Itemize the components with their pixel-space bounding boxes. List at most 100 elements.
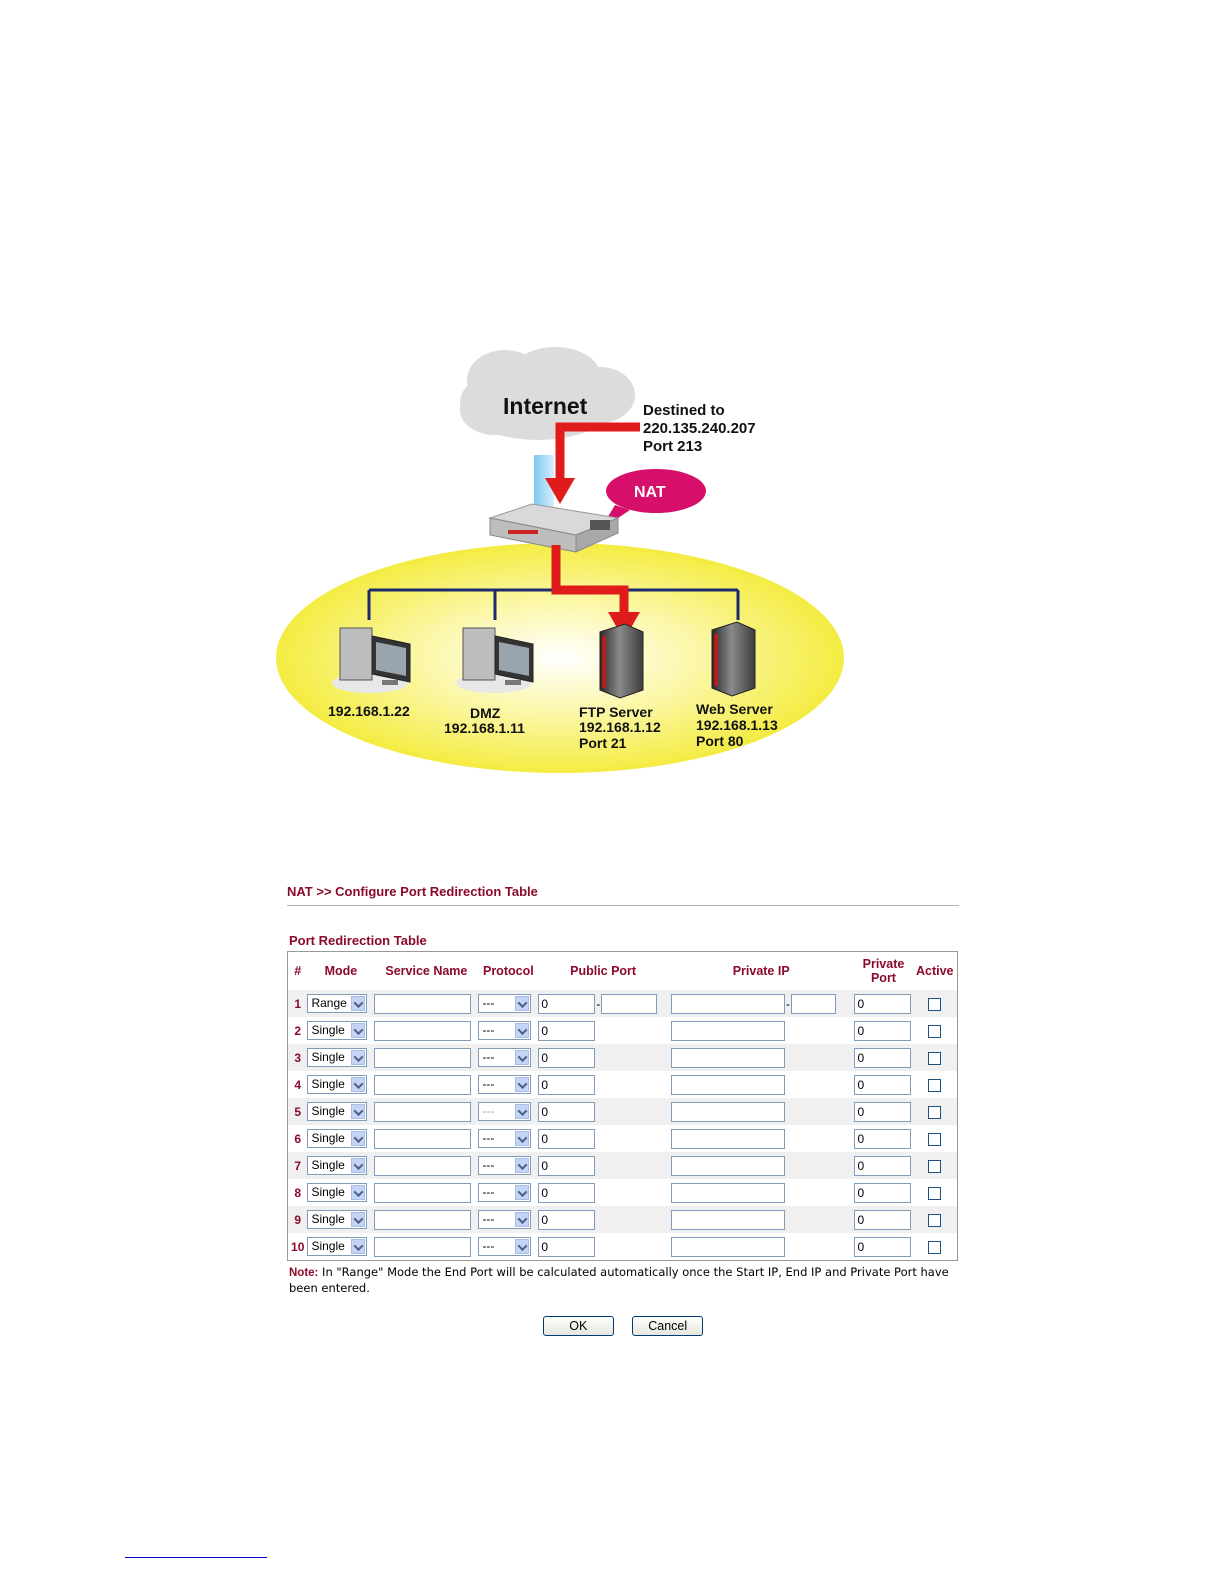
mode-select[interactable]: Single <box>307 1129 368 1148</box>
private-ip-start-input[interactable] <box>670 1047 785 1068</box>
mode-select[interactable]: Single <box>307 1102 368 1121</box>
chevron-down-icon[interactable] <box>515 1023 530 1038</box>
active-checkbox[interactable] <box>928 1132 942 1146</box>
public-port-end-input[interactable] <box>601 993 658 1014</box>
mode-select[interactable]: Single <box>307 1048 368 1067</box>
service-name-input[interactable] <box>374 1020 472 1041</box>
row-index: 6 <box>287 1125 308 1152</box>
active-checkbox[interactable] <box>928 1186 942 1200</box>
service-name-input[interactable] <box>374 1047 472 1068</box>
protocol-select[interactable]: --- <box>478 1075 532 1094</box>
mode-select[interactable]: Single <box>307 1237 368 1256</box>
mode-select[interactable]: Single <box>307 1183 368 1202</box>
public-port-start-input[interactable]: 0 <box>538 1128 596 1149</box>
private-port-input[interactable]: 0 <box>854 1182 912 1203</box>
chevron-down-icon[interactable] <box>351 996 366 1011</box>
chevron-down-icon[interactable] <box>515 1131 530 1146</box>
chevron-down-icon[interactable] <box>515 1212 530 1227</box>
active-checkbox[interactable] <box>928 1105 942 1119</box>
service-name-input[interactable] <box>374 1209 472 1230</box>
chevron-down-icon[interactable] <box>351 1050 366 1065</box>
private-ip-start-input[interactable] <box>670 1155 785 1176</box>
service-name-input[interactable] <box>374 1074 472 1095</box>
chevron-down-icon[interactable] <box>351 1104 366 1119</box>
ok-button[interactable]: OK <box>542 1316 614 1336</box>
active-checkbox[interactable] <box>928 1051 942 1065</box>
private-ip-start-input[interactable] <box>670 1128 785 1149</box>
private-ip-start-input[interactable] <box>670 1182 785 1203</box>
active-checkbox[interactable] <box>928 1159 942 1173</box>
chevron-down-icon[interactable] <box>515 1185 530 1200</box>
active-checkbox[interactable] <box>928 1078 942 1092</box>
mode-select[interactable]: Range <box>307 994 368 1013</box>
row-index: 9 <box>287 1206 308 1233</box>
private-ip-start-input[interactable] <box>670 1101 785 1122</box>
active-checkbox[interactable] <box>928 997 942 1011</box>
private-ip-start-input[interactable] <box>670 1074 785 1095</box>
mode-select[interactable]: Single <box>307 1075 368 1094</box>
note: Note: In "Range" Mode the End Port will … <box>289 1265 959 1296</box>
private-ip-start-input[interactable] <box>670 1209 785 1230</box>
private-port-input[interactable]: 0 <box>854 993 912 1014</box>
protocol-select[interactable]: --- <box>478 1210 532 1229</box>
protocol-select[interactable]: --- <box>478 994 532 1013</box>
public-port-start-input[interactable]: 0 <box>538 1209 596 1230</box>
active-checkbox[interactable] <box>928 1024 942 1038</box>
public-port-start-input[interactable]: 0 <box>538 1074 596 1095</box>
service-name-input[interactable] <box>374 1101 472 1122</box>
protocol-select[interactable]: --- <box>478 1129 532 1148</box>
cancel-button[interactable]: Cancel <box>632 1316 704 1336</box>
private-ip-end-input[interactable] <box>790 993 836 1014</box>
public-port-start-input[interactable]: 0 <box>538 1047 596 1068</box>
service-name-input[interactable] <box>374 1128 472 1149</box>
protocol-select[interactable]: --- <box>478 1237 532 1256</box>
private-port-input[interactable]: 0 <box>854 1074 912 1095</box>
chevron-down-icon[interactable] <box>351 1239 366 1254</box>
private-port-input[interactable]: 0 <box>854 1047 912 1068</box>
private-ip-start-input[interactable] <box>670 993 785 1014</box>
chevron-down-icon[interactable] <box>351 1131 366 1146</box>
active-checkbox[interactable] <box>928 1213 942 1227</box>
public-port-start-input[interactable]: 0 <box>538 1155 596 1176</box>
protocol-select[interactable]: --- <box>478 1021 532 1040</box>
chevron-down-icon[interactable] <box>351 1077 366 1092</box>
private-port-input[interactable]: 0 <box>854 1101 912 1122</box>
service-name-input[interactable] <box>374 1155 472 1176</box>
private-port-input[interactable]: 0 <box>854 1236 912 1257</box>
private-ip-start-input[interactable] <box>670 1236 785 1257</box>
page-title: NAT >> Configure Port Redirection Table <box>287 884 959 906</box>
mode-select[interactable]: Single <box>307 1021 368 1040</box>
service-name-input[interactable] <box>374 1182 472 1203</box>
chevron-down-icon[interactable] <box>515 1077 530 1092</box>
chevron-down-icon[interactable] <box>515 1050 530 1065</box>
chevron-down-icon[interactable] <box>351 1212 366 1227</box>
service-name-input[interactable] <box>374 993 472 1014</box>
chevron-down-icon[interactable] <box>515 1104 530 1119</box>
public-port-start-input[interactable]: 0 <box>538 1236 596 1257</box>
chevron-down-icon[interactable] <box>515 1158 530 1173</box>
active-checkbox[interactable] <box>928 1240 942 1254</box>
chevron-down-icon[interactable] <box>351 1023 366 1038</box>
public-port-start-input[interactable]: 0 <box>538 1020 596 1041</box>
public-port-start-input[interactable]: 0 <box>538 993 596 1014</box>
protocol-select[interactable]: --- <box>478 1102 532 1121</box>
private-port-input[interactable]: 0 <box>854 1155 912 1176</box>
private-port-input[interactable]: 0 <box>854 1020 912 1041</box>
private-port-input[interactable]: 0 <box>854 1209 912 1230</box>
protocol-select[interactable]: --- <box>478 1156 532 1175</box>
host-4-label-line-2: 192.168.1.13 <box>696 717 778 733</box>
private-port-input[interactable]: 0 <box>854 1128 912 1149</box>
chevron-down-icon[interactable] <box>351 1185 366 1200</box>
mode-select[interactable]: Single <box>307 1156 368 1175</box>
public-port-start-input[interactable]: 0 <box>538 1182 596 1203</box>
protocol-select[interactable]: --- <box>478 1183 532 1202</box>
service-name-input[interactable] <box>374 1236 472 1257</box>
private-ip-start-input[interactable] <box>670 1020 785 1041</box>
chevron-down-icon[interactable] <box>515 1239 530 1254</box>
chevron-down-icon[interactable] <box>515 996 530 1011</box>
protocol-select[interactable]: --- <box>478 1048 532 1067</box>
mode-select[interactable]: Single <box>307 1210 368 1229</box>
public-port-start-input[interactable]: 0 <box>538 1101 596 1122</box>
chevron-down-icon[interactable] <box>351 1158 366 1173</box>
